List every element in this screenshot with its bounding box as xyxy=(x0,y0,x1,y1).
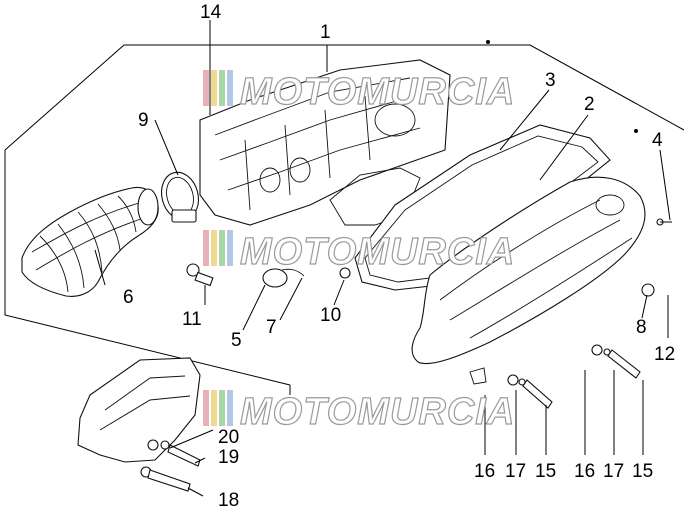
callout-label: 10 xyxy=(320,305,341,326)
callout-label: 16 xyxy=(574,461,595,482)
callout-label: 1 xyxy=(320,22,331,43)
watermark-stripe xyxy=(211,230,217,266)
callout-label: 9 xyxy=(138,110,149,131)
watermark-bottom: MOTOMURCIA xyxy=(203,390,515,434)
callout-label: 2 xyxy=(584,94,595,115)
intake-duct-part xyxy=(21,186,159,297)
hardware-parts xyxy=(186,218,672,409)
callout-label: 19 xyxy=(218,447,239,468)
callout-label: 17 xyxy=(603,461,624,482)
callout-label: 4 xyxy=(652,130,663,151)
callout-label: 11 xyxy=(182,309,202,330)
watermark-stripe xyxy=(211,70,217,106)
callout-label: 3 xyxy=(545,70,556,91)
callout-label: 12 xyxy=(654,344,675,365)
marker-dot xyxy=(486,40,490,44)
watermark-stripe xyxy=(219,230,225,266)
watermark-stripe xyxy=(203,70,209,106)
marker-dot xyxy=(634,129,638,133)
callouts: 14 1 3 2 4 9 6 11 5 7 10 8 12 20 19 18 1… xyxy=(123,2,675,511)
callout-label: 5 xyxy=(231,330,242,351)
watermark-stripe xyxy=(203,230,209,266)
watermark-text: MOTOMURCIA xyxy=(240,391,515,433)
watermark-stripe xyxy=(203,390,209,426)
watermark-stripe xyxy=(219,390,225,426)
callout-label: 8 xyxy=(636,317,647,338)
watermark-top: MOTOMURCIA xyxy=(203,70,515,114)
callout-label: 18 xyxy=(218,490,239,511)
watermark-middle: MOTOMURCIA xyxy=(203,230,515,274)
callout-label: 7 xyxy=(266,317,277,338)
callout-label: 20 xyxy=(218,427,239,448)
watermark-stripe xyxy=(227,70,233,106)
leader-lines xyxy=(94,20,671,497)
callout-label: 14 xyxy=(200,2,222,23)
callout-label: 17 xyxy=(505,461,526,482)
watermark-stripe xyxy=(227,230,233,266)
watermark-stripe xyxy=(227,390,233,426)
callout-label: 6 xyxy=(123,287,134,308)
filter-cover-part xyxy=(411,176,646,365)
watermark-stripe xyxy=(211,390,217,426)
filter-housing-part xyxy=(199,59,451,226)
callout-label: 16 xyxy=(474,461,495,482)
watermark-stripe xyxy=(219,70,225,106)
hose-clamp-part xyxy=(160,171,200,223)
watermark-text: MOTOMURCIA xyxy=(240,231,515,273)
callout-label: 15 xyxy=(632,461,653,482)
watermark-text: MOTOMURCIA xyxy=(240,71,515,113)
callout-label: 15 xyxy=(535,461,556,482)
lower-bracket-part xyxy=(77,357,201,492)
